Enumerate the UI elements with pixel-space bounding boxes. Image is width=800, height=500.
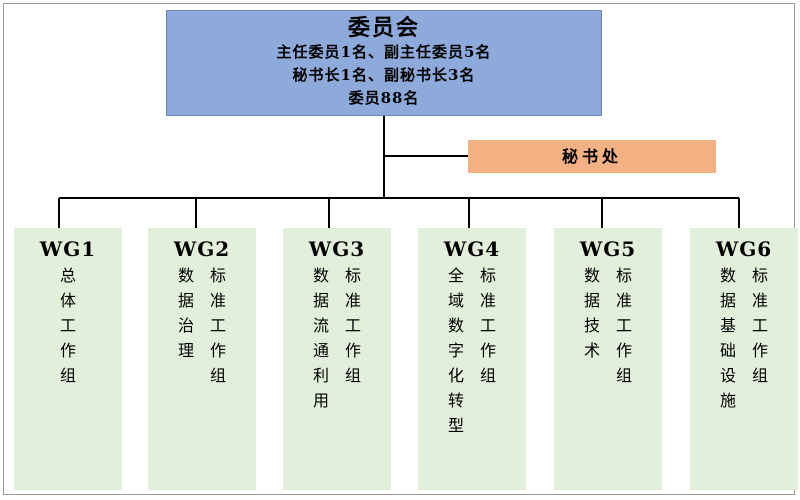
committee-line-2: 秘书长1名、副秘书长3名 <box>292 66 476 84</box>
working-group-box-wg2: WG2 数据治理 标准工作组 <box>148 228 256 490</box>
working-group-name-col1: 总体工作组 <box>59 266 76 385</box>
committee-box: 委员会 主任委员1名、副主任委员5名 秘书长1名、副秘书长3名 委员88名 <box>166 10 602 116</box>
secretariat-box: 秘书处 <box>468 140 716 173</box>
working-group-name-col1: 全域数字化转型 <box>447 266 464 435</box>
working-group-name-col1: 数据流通利用 <box>312 266 329 410</box>
working-group-name-col2: 标准工作组 <box>615 266 632 385</box>
working-group-name-col1: 数据技术 <box>583 266 600 360</box>
working-group-name-col1: 数据基础设施 <box>719 266 736 410</box>
working-group-box-wg3: WG3 数据流通利用 标准工作组 <box>283 228 391 490</box>
working-group-name-col2: 标准工作组 <box>479 266 496 385</box>
working-group-box-wg6: WG6 数据基础设施 标准工作组 <box>690 228 798 490</box>
working-group-box-wg5: WG5 数据技术 标准工作组 <box>554 228 662 490</box>
working-group-code: WG6 <box>715 237 773 261</box>
working-group-name-col2: 标准工作组 <box>344 266 361 385</box>
committee-title: 委员会 <box>347 15 420 41</box>
working-group-box-wg1: WG1 总体工作组 <box>14 228 122 490</box>
committee-line-1: 主任委员1名、副主任委员5名 <box>276 43 492 61</box>
working-group-code: WG3 <box>308 237 366 261</box>
working-group-code: WG2 <box>173 237 231 261</box>
working-group-name-col2: 标准工作组 <box>751 266 768 385</box>
working-group-code: WG5 <box>579 237 637 261</box>
committee-line-3: 委员88名 <box>348 89 420 107</box>
working-group-code: WG4 <box>443 237 501 261</box>
working-group-name-col2: 标准工作组 <box>209 266 226 385</box>
working-group-box-wg4: WG4 全域数字化转型 标准工作组 <box>418 228 526 490</box>
working-group-name-col1: 数据治理 <box>177 266 194 360</box>
working-group-code: WG1 <box>39 237 97 261</box>
